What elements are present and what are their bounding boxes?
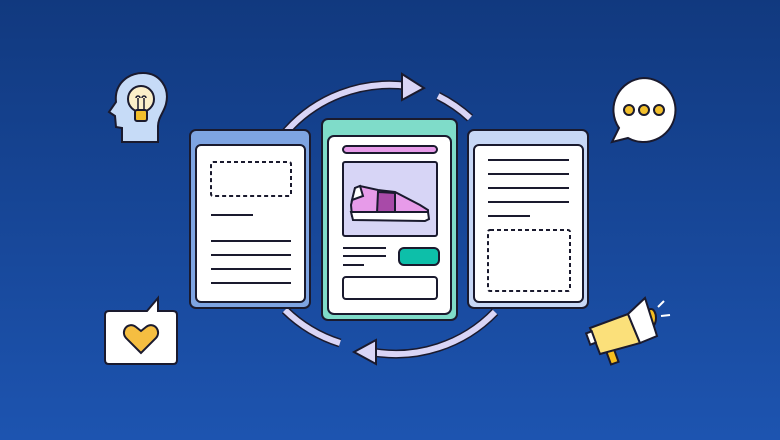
cycle-arrows-icon — [281, 72, 499, 366]
input-box — [342, 276, 438, 300]
heart-bubble-icon — [104, 295, 178, 365]
image-placeholder — [210, 161, 292, 197]
right-page-card — [467, 129, 589, 309]
idea-head-icon — [107, 71, 168, 143]
image-placeholder — [487, 229, 571, 292]
sneaker-icon — [349, 184, 431, 223]
left-page-card — [189, 129, 311, 309]
buy-button — [398, 247, 440, 266]
title-bar — [342, 145, 438, 154]
product-page-card — [321, 118, 458, 321]
chat-bubble-icon — [610, 76, 677, 144]
megaphone-icon — [584, 296, 671, 366]
